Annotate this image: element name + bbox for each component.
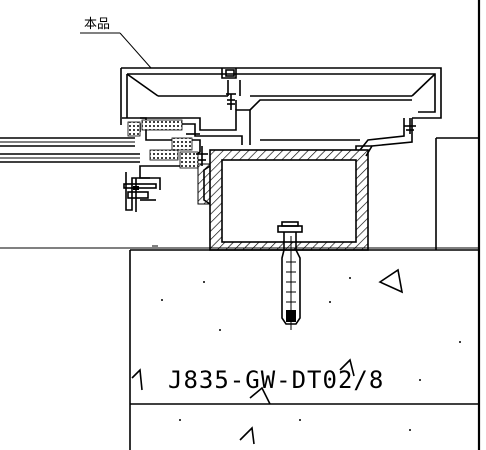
screw-mid [196,146,208,166]
concrete-aggregate [131,268,461,445]
anchor-bolt [277,221,303,330]
glazing-bead [122,117,201,190]
screw-top-right [404,118,416,134]
part-label-leader: 本品 [80,17,152,69]
bracket-left [123,172,157,212]
drawing-code: J835-GW-DT02/8 [168,366,384,394]
screw-top-left [226,93,236,110]
part-label: 本品 [84,17,110,32]
cover-profile [120,67,442,125]
steel-tube [197,145,372,251]
concrete-slab [0,137,479,450]
glass-panel [0,137,140,163]
